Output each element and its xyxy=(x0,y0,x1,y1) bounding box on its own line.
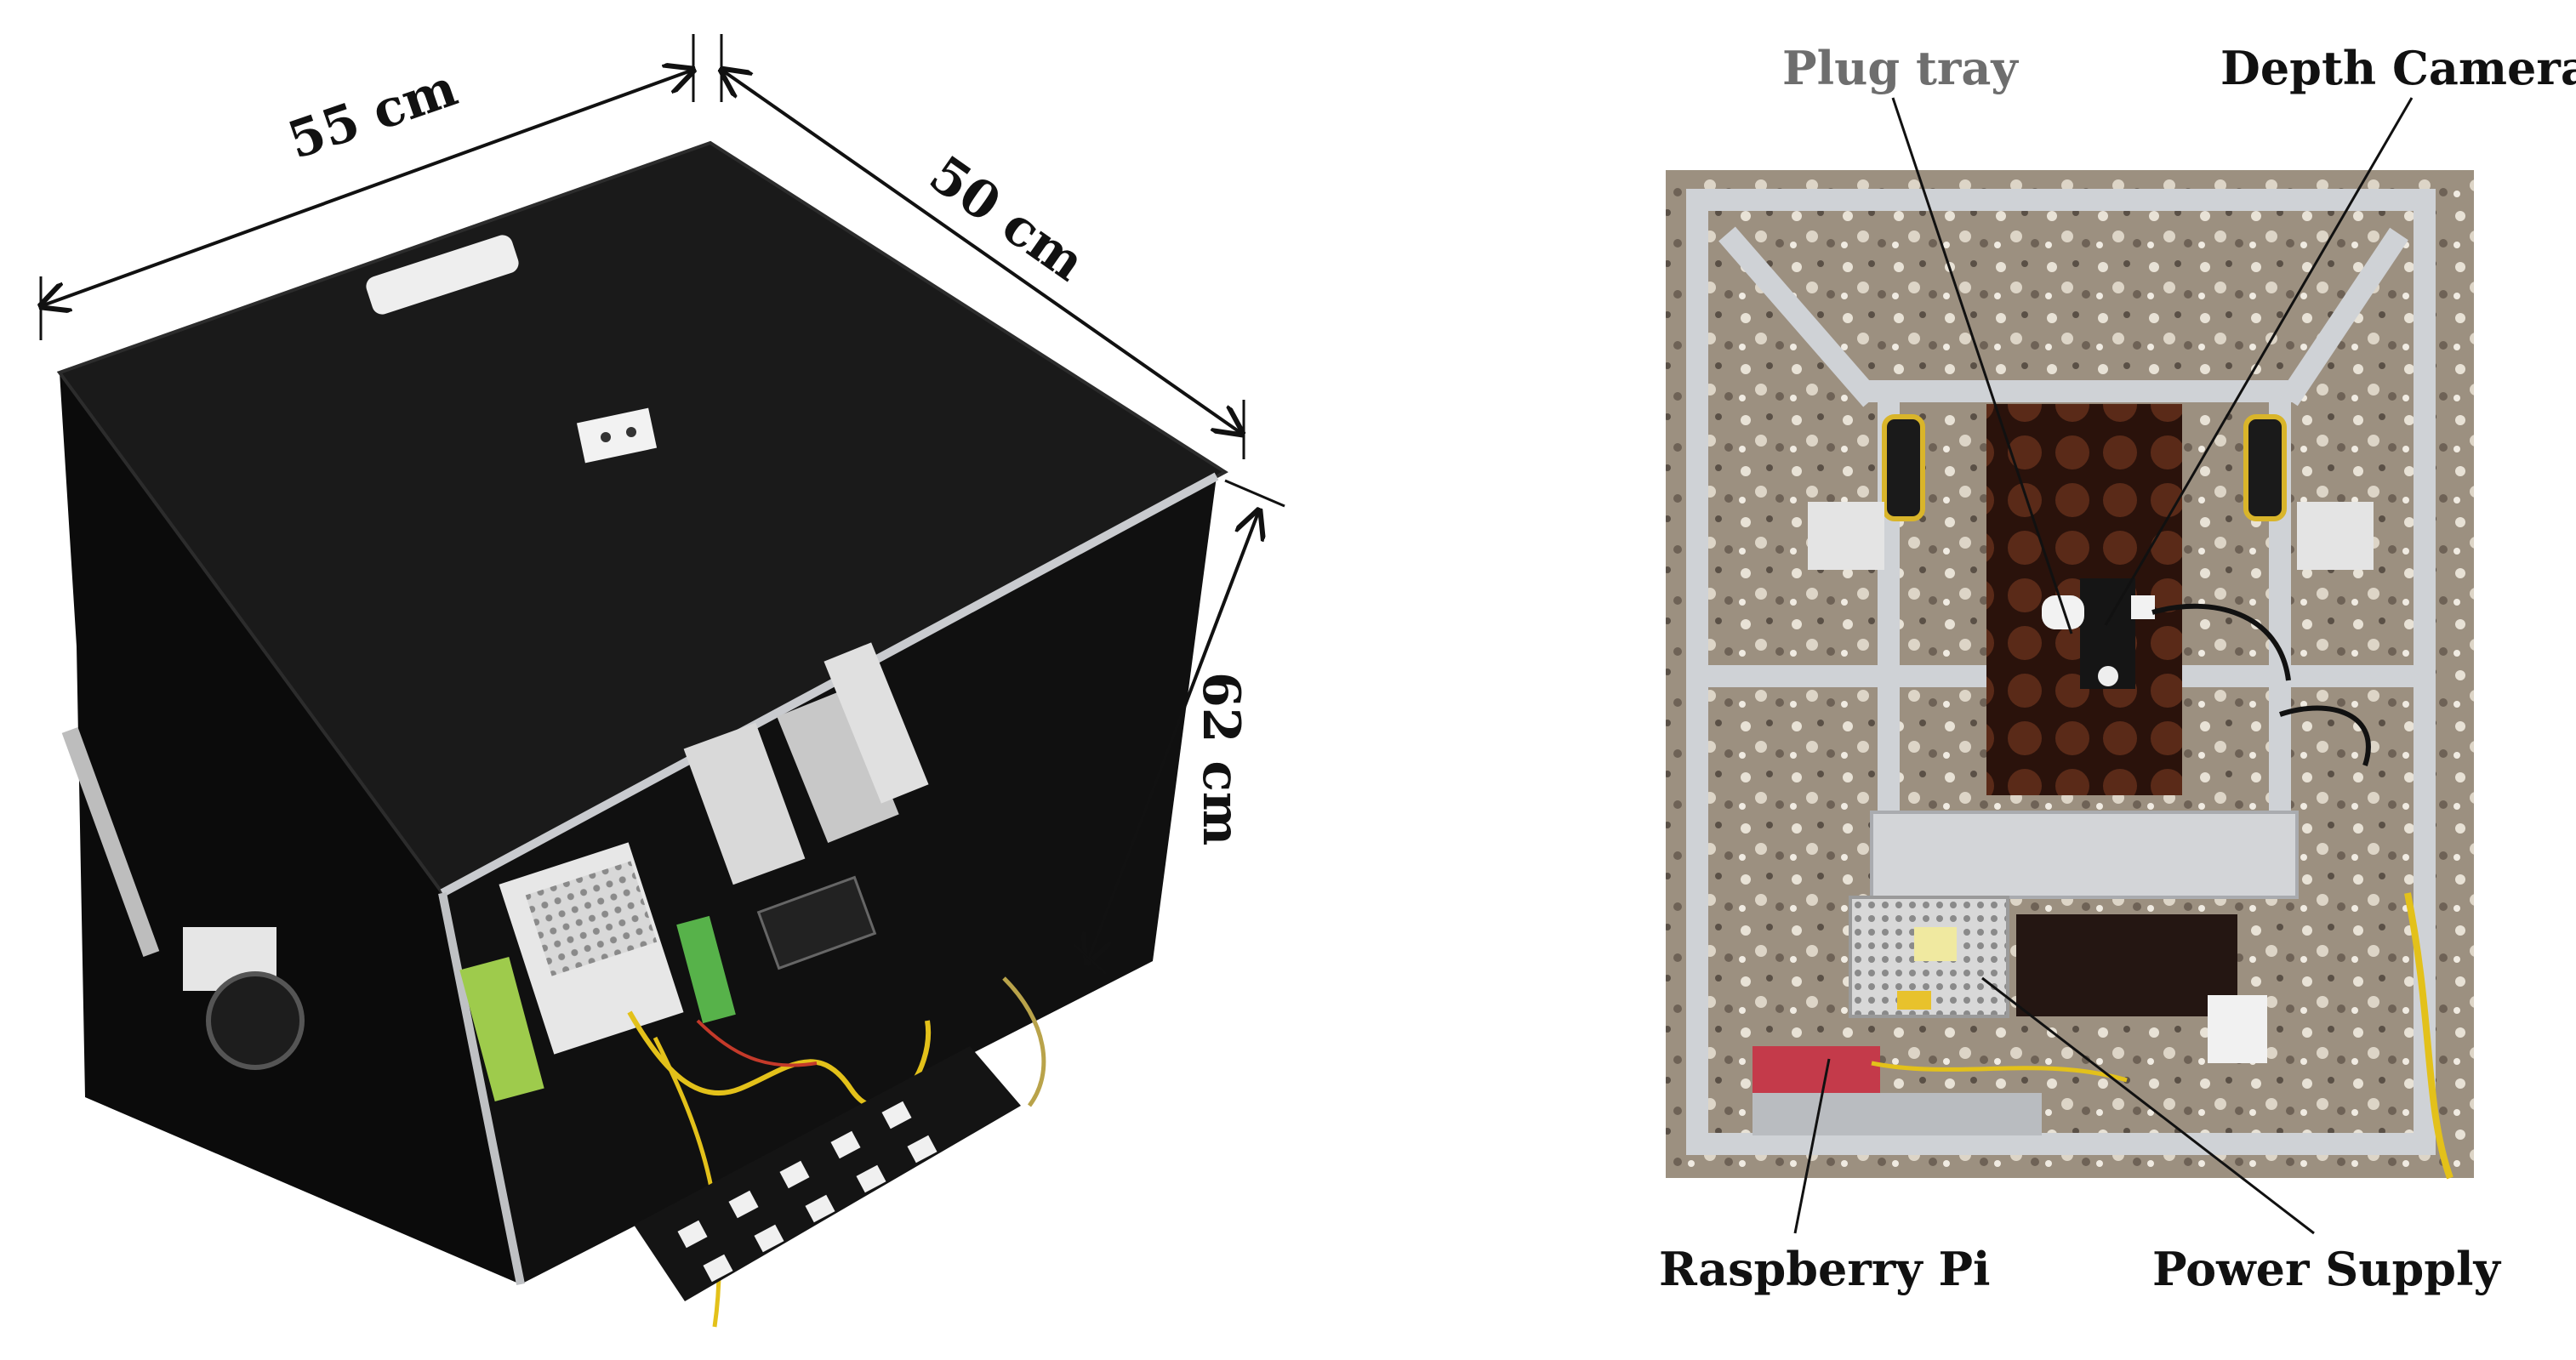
raspberry-pi-board xyxy=(1752,1046,1880,1093)
lid-bracket xyxy=(576,407,658,464)
crossbar-housing xyxy=(1870,811,2299,899)
driver-board xyxy=(2016,914,2237,1016)
electronics-panel xyxy=(459,642,1046,1328)
height-dimension-line xyxy=(1087,510,1259,963)
relay-block xyxy=(777,687,899,844)
left-wheel xyxy=(1882,414,1925,521)
bottom-tray xyxy=(634,1046,1021,1301)
depth-camera-mount xyxy=(2042,578,2371,766)
depth-dimension-line xyxy=(721,70,1242,434)
aluminium-post xyxy=(438,892,525,1285)
left-wheel-assembly xyxy=(61,727,305,1070)
enclosure-front-face xyxy=(442,476,1217,1284)
raspberry-pi-label: Raspberry Pi xyxy=(1659,1242,1991,1296)
power-supply-callout xyxy=(1981,976,2315,1235)
callout-lines xyxy=(1793,97,2414,1235)
dimension-lines xyxy=(41,34,1285,976)
controller-board xyxy=(756,875,877,970)
width-dimension-line xyxy=(41,70,693,306)
plug-tray-label: Plug tray xyxy=(1782,41,2018,95)
depth-camera-label: Depth Camera xyxy=(2220,41,2576,95)
enclosure-left-side xyxy=(60,373,521,1284)
top-view-photo xyxy=(1666,170,2474,1180)
yellow-cable xyxy=(2404,892,2453,1180)
plug-tray-callout xyxy=(1891,97,2073,634)
power-supply-label: Power Supply xyxy=(2152,1242,2500,1296)
terminal-block xyxy=(683,722,806,885)
relay-module xyxy=(2208,995,2267,1063)
depth-camera-callout xyxy=(2104,97,2414,626)
height-dimension-label: 62 cm xyxy=(1191,672,1251,846)
right-wheel xyxy=(2243,414,2287,521)
robot-enclosure xyxy=(56,140,1228,1328)
raspberry-pi-callout xyxy=(1793,1058,1831,1234)
